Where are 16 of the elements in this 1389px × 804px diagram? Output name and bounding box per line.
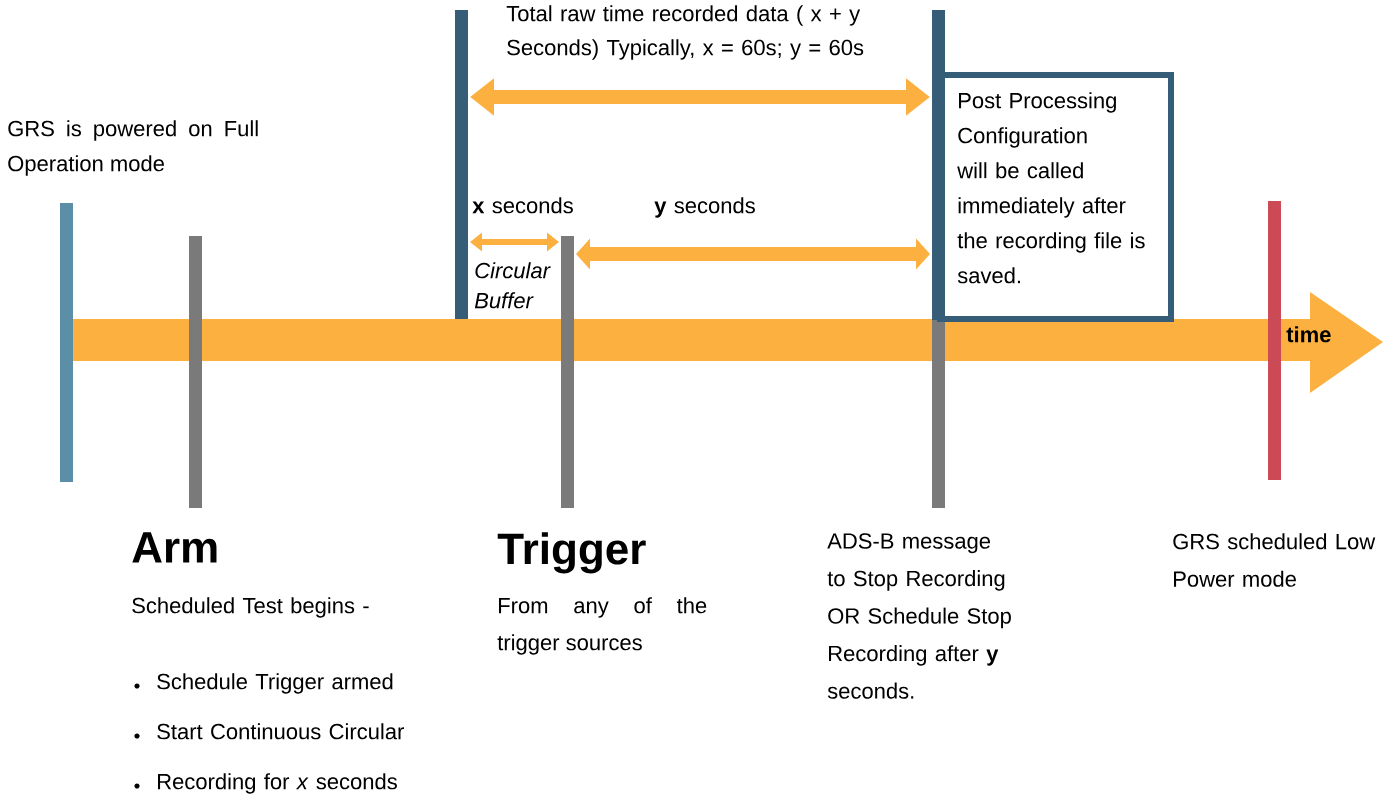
dimension-label: y seconds xyxy=(654,197,755,218)
note-text: From any of the trigger sources xyxy=(497,597,707,655)
note-text: Scheduled Test begins - xyxy=(132,597,369,618)
heading: Trigger xyxy=(497,532,646,574)
list-item: Recording for x seconds xyxy=(158,773,397,794)
note-text: GRS scheduled Low Power mode xyxy=(1173,533,1376,587)
list-item: Schedule Trigger armed xyxy=(157,673,393,694)
list-item: Start Continuous Circular xyxy=(157,723,404,740)
axis-label: time xyxy=(1286,326,1331,343)
dimension-label: Circular Buffer xyxy=(474,262,551,309)
note-text: GRS is powered on Full Operation mode xyxy=(8,120,258,176)
heading: Arm xyxy=(132,532,217,563)
note-text: Total raw time recorded data ( x + y Seconds) Typically, x = 60s; y = 60s xyxy=(506,5,864,60)
dimension-label: x seconds xyxy=(472,197,573,214)
note-box: Post Processing Configuration will be called immediately after the recording file is saved. xyxy=(937,72,1174,322)
note-text: ADS-B message to Stop Recording OR Schedule Stop Recording after y seconds. xyxy=(827,533,1011,699)
